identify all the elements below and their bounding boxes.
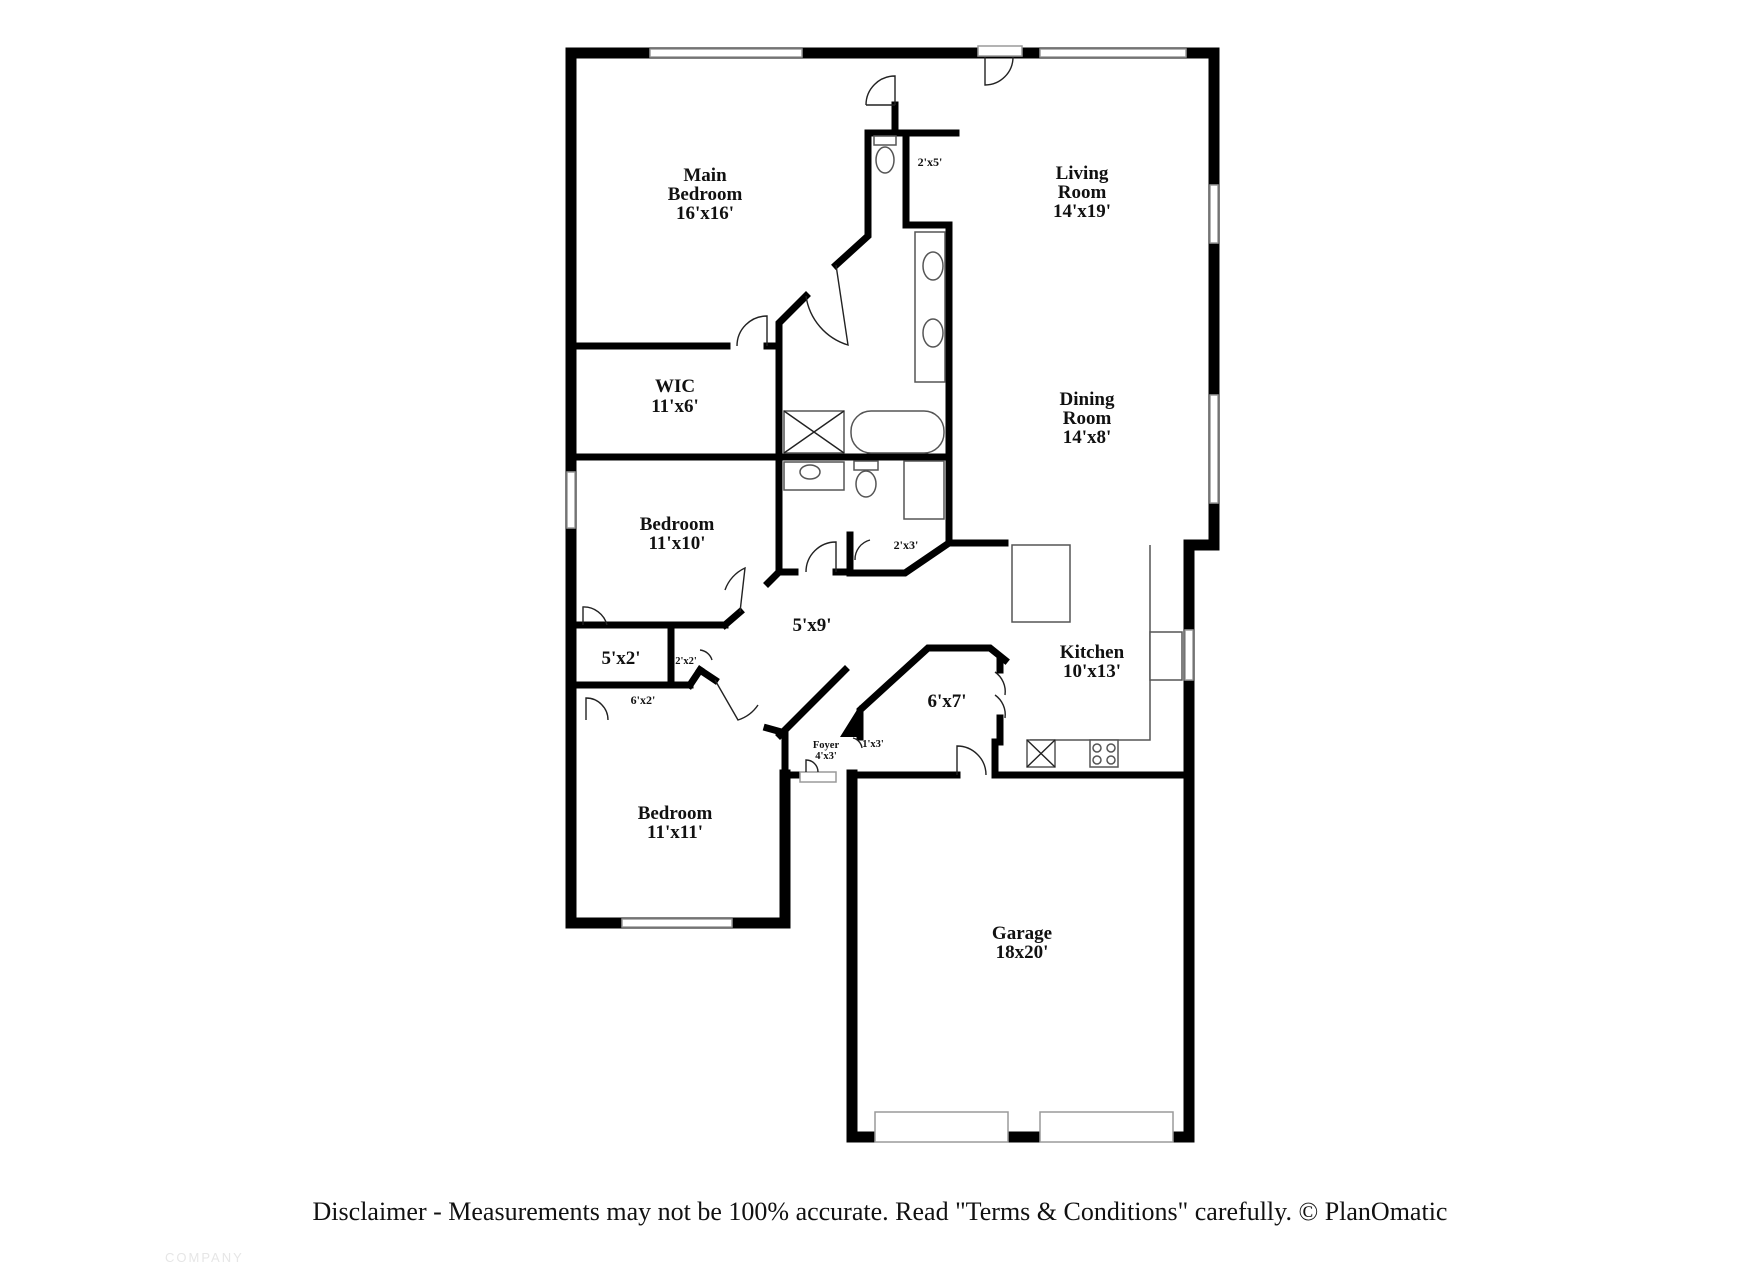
- dining-room-name-1: Dining: [1060, 389, 1115, 410]
- tub-main: [850, 410, 945, 454]
- toilet-wc: [875, 146, 895, 174]
- door-front: [805, 759, 819, 773]
- foyer-dims: 4'x3': [815, 751, 837, 762]
- door-linen: [854, 539, 871, 561]
- garage-door-1: [874, 1111, 1009, 1143]
- door-back: [984, 56, 1014, 86]
- pantry-dims: 6'x7': [927, 691, 966, 712]
- living-room-name-2: Room: [1058, 182, 1107, 203]
- disclaimer-text: Disclaimer - Measurements may not be 100…: [312, 1197, 1448, 1226]
- door-bedroom-2: [724, 566, 746, 613]
- exterior-walls: [565, 47, 1220, 1143]
- room-labels: Main Bedroom 16'x16' Living Room 14'x19'…: [601, 155, 1124, 963]
- interior-walls: [567, 101, 1193, 779]
- wic-dims: 11'x6': [651, 396, 699, 417]
- door-bedroom-3: [714, 679, 759, 721]
- sink-bath2-icon: [799, 464, 821, 480]
- door-bath2: [805, 541, 837, 573]
- window-living-top: [1039, 48, 1187, 58]
- door-main-bath: [805, 264, 849, 346]
- doors: [582, 56, 1014, 776]
- linen-closet-dims: 2'x3': [894, 538, 919, 552]
- back-door-frame: [977, 45, 1023, 57]
- closet-2x2-dims: 2'x2': [675, 656, 697, 667]
- garage-door-2: [1039, 1111, 1174, 1143]
- window-bedroom-3: [621, 918, 733, 928]
- garage-dims: 18x20': [996, 942, 1049, 963]
- sink-main-1-icon: [922, 251, 944, 281]
- fixtures: [783, 135, 1183, 768]
- main-bedroom-name-1: Main: [683, 165, 727, 186]
- door-closet-6x2: [585, 697, 609, 721]
- door-garage: [956, 745, 987, 776]
- front-door-frame: [799, 771, 837, 783]
- coat-closet-dims: 1'x3': [862, 739, 884, 750]
- foyer-name: Foyer: [813, 740, 840, 751]
- sink-main-2-icon: [922, 318, 944, 348]
- window-living-right: [1209, 184, 1219, 244]
- living-room-dims: 14'x19': [1053, 201, 1111, 222]
- door-pantry: [994, 671, 1006, 719]
- dining-room-name-2: Room: [1063, 408, 1112, 429]
- main-bedroom-dims: 16'x16': [676, 203, 734, 224]
- bedroom-2-name: Bedroom: [640, 514, 715, 535]
- wic-name: WIC: [655, 376, 695, 397]
- dining-room-dims: 14'x8': [1063, 427, 1112, 448]
- hall-dims: 5'x9': [792, 615, 831, 636]
- main-bedroom-name-2: Bedroom: [668, 184, 743, 205]
- wc-closet-dims: 2'x5': [918, 155, 943, 169]
- bedroom-3-dims: 11'x11': [647, 822, 703, 843]
- door-coat: [852, 737, 863, 749]
- tub-bath2: [903, 460, 945, 520]
- kitchen-counter: [1030, 545, 1151, 741]
- kitchen-name: Kitchen: [1060, 642, 1125, 663]
- door-wic: [736, 315, 768, 347]
- watermark-text: COMPANY: [165, 1250, 244, 1265]
- window-bedroom-2: [566, 471, 576, 529]
- bedroom-3-name: Bedroom: [638, 803, 713, 824]
- kitchen-dims: 10'x13': [1063, 661, 1121, 682]
- coat-closet-wall: [840, 705, 860, 737]
- closet-5x2-dims: 5'x2': [601, 648, 640, 669]
- living-room-name-1: Living: [1056, 163, 1109, 184]
- toilet-bath2: [855, 470, 877, 498]
- door-closet-5x2: [582, 606, 608, 626]
- bedroom-2-dims: 11'x10': [648, 533, 705, 554]
- closet-6x2-dims: 6'x2': [631, 693, 656, 707]
- windows: [566, 45, 1219, 1143]
- window-main-bedroom: [649, 48, 803, 58]
- window-kitchen: [1184, 629, 1194, 681]
- toilet-wc-tank: [873, 135, 897, 146]
- door-hall-bath: [865, 75, 896, 106]
- kitchen-sink-icon: [1149, 631, 1183, 681]
- window-dining: [1209, 394, 1219, 504]
- kitchen-island: [1011, 544, 1071, 623]
- garage-name: Garage: [992, 923, 1052, 944]
- door-closet-2x2: [699, 649, 713, 661]
